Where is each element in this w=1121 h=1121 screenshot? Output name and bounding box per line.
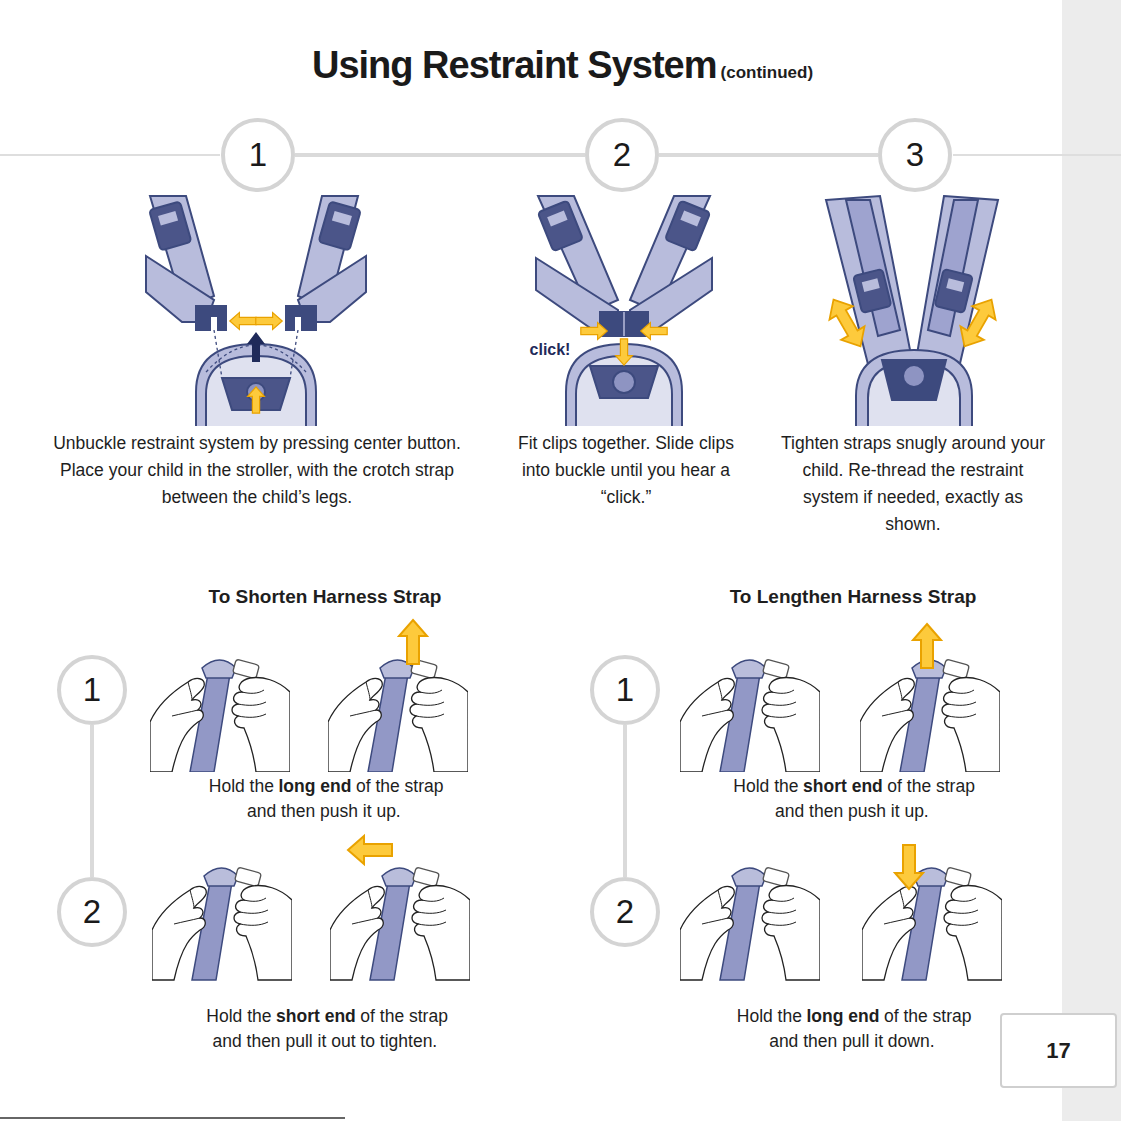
page-number-box: 17 xyxy=(1000,1013,1117,1088)
hands-drawing xyxy=(680,867,820,980)
step-number: 2 xyxy=(616,893,634,931)
step-circle: 3 xyxy=(878,118,952,192)
step-number: 1 xyxy=(83,671,101,709)
instruction-caption: Hold theshort endof the strap and then p… xyxy=(188,1004,464,1054)
step-circle: 2 xyxy=(585,118,659,192)
pull-arrow xyxy=(895,845,923,889)
step-number: 1 xyxy=(616,671,634,709)
step-caption: Fit clips together. Slide clips into buc… xyxy=(510,430,742,511)
hands-drawing xyxy=(680,659,820,772)
page-header: Using Restraint System(continued) xyxy=(0,44,1121,87)
strap-end: short end xyxy=(276,1006,356,1026)
sound-cue: click! xyxy=(520,340,580,360)
step-number: 2 xyxy=(613,136,631,174)
hands-drawing xyxy=(862,867,1002,980)
step-connector xyxy=(295,153,585,157)
hands-drawing xyxy=(152,867,292,980)
harness-unbuckled xyxy=(146,196,366,426)
instruction-text: Hold the xyxy=(733,776,798,796)
instruction-caption: Hold theshort endof the strap and then p… xyxy=(720,774,986,824)
rule-line xyxy=(953,154,1121,156)
title-suffix: (continued) xyxy=(721,63,814,82)
harness-buckling xyxy=(536,196,712,426)
instruction-caption: Hold thelong endof the strap and then pu… xyxy=(720,1004,986,1054)
push-arrow xyxy=(399,620,427,664)
sidebar xyxy=(1062,0,1121,1121)
step-number: 1 xyxy=(249,136,267,174)
hands-drawing xyxy=(330,867,470,980)
strap-end: long end xyxy=(806,1006,879,1026)
strap-end: long end xyxy=(278,776,351,796)
instruction-caption: Hold thelong endof the strap and then pu… xyxy=(192,774,458,824)
hands-drawing xyxy=(328,659,468,772)
page-number: 17 xyxy=(1046,1038,1070,1064)
section-heading: To Shorten Harness Strap xyxy=(180,585,470,609)
instruction-text: Hold the xyxy=(737,1006,802,1026)
step-connector xyxy=(659,153,878,157)
step-number: 3 xyxy=(906,136,924,174)
hand-steps xyxy=(150,620,1002,980)
instruction-text: Hold the xyxy=(206,1006,271,1026)
step-circle: 1 xyxy=(57,655,127,725)
step-connector xyxy=(623,725,627,877)
pull-arrow xyxy=(348,836,392,864)
step-circle: 1 xyxy=(221,118,295,192)
hands-drawing xyxy=(860,659,1000,772)
page-title: Using Restraint System xyxy=(312,44,717,86)
hands-drawing xyxy=(150,659,290,772)
strap-end: short end xyxy=(803,776,883,796)
section-heading: To Lengthen Harness Strap xyxy=(703,585,1003,609)
step-circle: 1 xyxy=(590,655,660,725)
harness-tightened xyxy=(822,196,1003,426)
push-arrow xyxy=(913,624,941,668)
instruction-text: Hold the xyxy=(209,776,274,796)
step-circle: 2 xyxy=(590,877,660,947)
step-number: 2 xyxy=(83,893,101,931)
step-circle: 2 xyxy=(57,877,127,947)
step-caption: Tighten straps snugly around your child.… xyxy=(780,430,1046,538)
step-caption: Unbuckle restraint system by pressing ce… xyxy=(50,430,464,511)
rule-line xyxy=(0,1117,345,1119)
rule-line xyxy=(0,154,220,156)
step-connector xyxy=(90,725,94,877)
